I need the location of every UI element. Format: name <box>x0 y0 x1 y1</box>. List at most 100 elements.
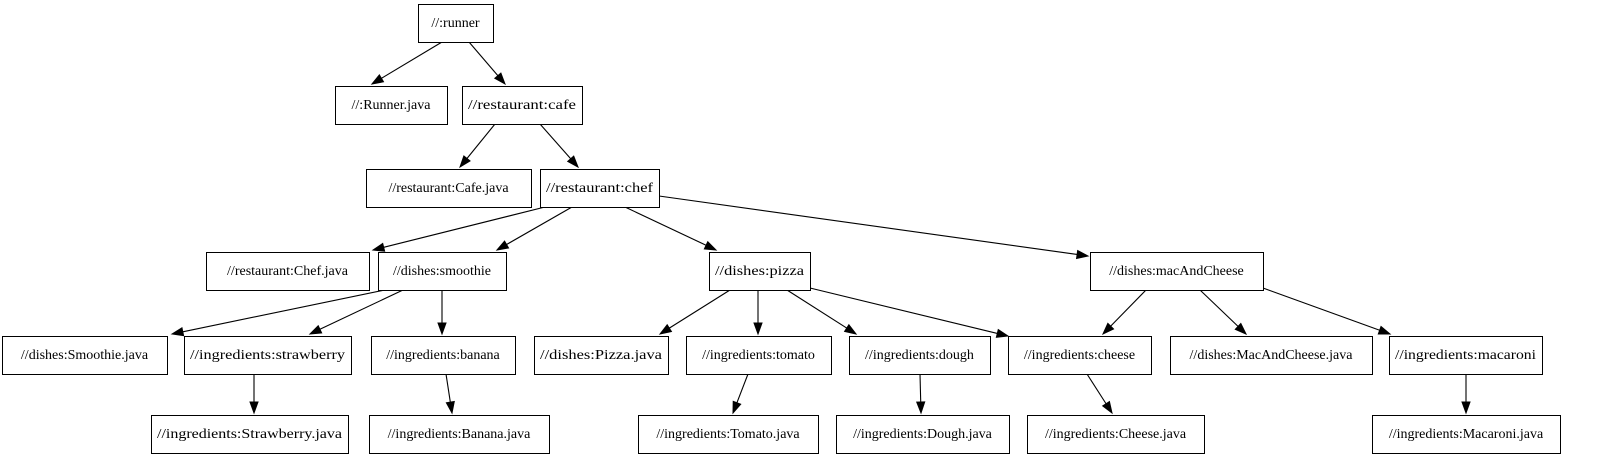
node-label: //ingredients:strawberry <box>190 348 345 363</box>
graph-edge <box>809 287 1010 338</box>
edge-line <box>1110 289 1147 327</box>
edge-line <box>919 373 922 403</box>
node-box[interactable] <box>540 169 660 208</box>
edge-line <box>1199 289 1239 327</box>
graph-edge <box>170 289 386 337</box>
graph-node[interactable]: //ingredients:banana <box>371 336 516 375</box>
graph-edge <box>1461 374 1471 415</box>
node-label: //ingredients:Banana.java <box>388 427 531 442</box>
node-box[interactable] <box>335 86 448 125</box>
node-box[interactable] <box>2 336 168 375</box>
node-label: //ingredients:Strawberry.java <box>157 427 343 442</box>
graph-node[interactable]: //dishes:smoothie <box>378 252 507 291</box>
graph-edge <box>658 195 1090 260</box>
graph-node[interactable]: //ingredients:macaroni <box>1389 336 1543 375</box>
node-label: //ingredients:banana <box>386 348 500 363</box>
node-box[interactable] <box>366 169 532 208</box>
node-label: //ingredients:Cheese.java <box>1045 427 1187 442</box>
graph-edge <box>539 123 579 169</box>
edge-arrowhead <box>915 401 926 415</box>
node-label: //:runner <box>431 16 480 31</box>
edge-arrowhead <box>658 323 673 335</box>
node-box[interactable] <box>1372 415 1561 454</box>
graph-node[interactable]: //ingredients:dough <box>849 336 991 375</box>
graph-edge <box>1101 289 1147 336</box>
graph-node[interactable]: //dishes:MacAndCheese.java <box>1170 336 1373 375</box>
graph-node[interactable]: //restaurant:cafe <box>462 86 583 125</box>
node-box[interactable] <box>534 336 669 375</box>
graph-node[interactable]: //dishes:Smoothie.java <box>2 336 168 375</box>
node-box[interactable] <box>371 336 516 375</box>
edge-line <box>468 41 499 77</box>
edge-arrowhead <box>566 155 579 169</box>
graph-edge <box>371 206 546 252</box>
graph-edge <box>459 123 496 169</box>
edges-layer <box>170 41 1471 415</box>
node-box[interactable] <box>1090 252 1264 291</box>
edge-arrowhead <box>249 401 259 415</box>
node-box[interactable] <box>369 415 550 454</box>
graph-edge <box>1199 289 1248 336</box>
node-box[interactable] <box>638 415 819 454</box>
node-box[interactable] <box>686 336 832 375</box>
graph-node[interactable]: //dishes:pizza <box>709 252 811 291</box>
node-box[interactable] <box>1389 336 1543 375</box>
edge-line <box>624 206 707 246</box>
node-box[interactable] <box>378 252 507 291</box>
edge-line <box>669 289 731 329</box>
edge-arrowhead <box>445 400 455 415</box>
edge-arrowhead <box>459 155 471 169</box>
node-box[interactable] <box>709 252 811 291</box>
edge-arrowhead <box>170 327 185 337</box>
graph-node[interactable]: //ingredients:strawberry <box>184 336 352 375</box>
graph-node[interactable]: //restaurant:Chef.java <box>206 252 370 291</box>
graph-node[interactable]: //ingredients:Strawberry.java <box>151 415 349 454</box>
node-label: //dishes:Smoothie.java <box>21 348 149 363</box>
graph-node[interactable]: //:Runner.java <box>335 86 448 125</box>
graph-node[interactable]: //dishes:macAndCheese <box>1090 252 1264 291</box>
edge-line <box>506 206 573 246</box>
node-box[interactable] <box>1008 336 1152 375</box>
graph-node[interactable]: //ingredients:Tomato.java <box>638 415 819 454</box>
node-box[interactable] <box>151 415 349 454</box>
graph-node[interactable]: //ingredients:Macaroni.java <box>1372 415 1561 454</box>
node-box[interactable] <box>1170 336 1373 375</box>
graph-node[interactable]: //ingredients:tomato <box>686 336 832 375</box>
node-box[interactable] <box>836 415 1010 454</box>
edge-arrowhead <box>1101 322 1115 336</box>
node-label: //dishes:pizza <box>715 264 805 279</box>
node-label: //dishes:Pizza.java <box>540 348 663 363</box>
graph-node[interactable]: //ingredients:Dough.java <box>836 415 1010 454</box>
node-label: //ingredients:macaroni <box>1395 348 1536 363</box>
edge-arrowhead <box>1461 401 1471 415</box>
edge-arrowhead <box>1377 325 1392 335</box>
node-label: //restaurant:chef <box>546 181 653 196</box>
graph-edge <box>468 41 506 86</box>
graph-node[interactable]: //dishes:Pizza.java <box>534 336 669 375</box>
graph-node[interactable]: //ingredients:cheese <box>1008 336 1152 375</box>
graph-node[interactable]: //ingredients:Banana.java <box>369 415 550 454</box>
node-label: //restaurant:Cafe.java <box>388 181 509 196</box>
graph-node[interactable]: //restaurant:chef <box>540 169 660 208</box>
graph-node[interactable]: //restaurant:Cafe.java <box>366 169 532 208</box>
graph-edge <box>437 290 447 336</box>
edge-line <box>466 123 496 159</box>
node-box[interactable] <box>418 4 494 43</box>
graph-edge <box>308 289 404 335</box>
node-box[interactable] <box>184 336 352 375</box>
graph-edge <box>658 289 731 335</box>
edge-line <box>1086 373 1107 405</box>
node-box[interactable] <box>1027 415 1205 454</box>
edge-arrowhead <box>995 328 1010 338</box>
edge-arrowhead <box>371 242 386 252</box>
node-box[interactable] <box>206 252 370 291</box>
node-box[interactable] <box>849 336 991 375</box>
graph-node[interactable]: //:runner <box>418 4 494 43</box>
node-label: //dishes:macAndCheese <box>1109 264 1244 279</box>
edge-arrowhead <box>843 323 858 335</box>
graph-node[interactable]: //ingredients:Cheese.java <box>1027 415 1205 454</box>
edge-line <box>786 289 848 329</box>
graph-edge <box>445 373 455 415</box>
node-box[interactable] <box>462 86 583 125</box>
